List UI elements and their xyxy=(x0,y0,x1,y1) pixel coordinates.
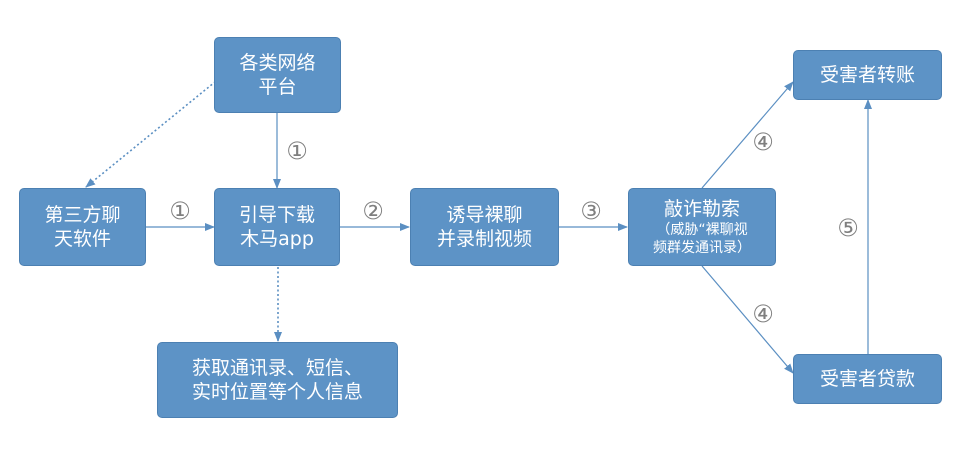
node-transfer-line1: 受害者转账 xyxy=(819,64,915,86)
arrow-extort-to-loan xyxy=(701,265,794,374)
step-label-trojan-lure: ② xyxy=(362,197,384,225)
node-steal-line1: 获取通讯录、短信、 xyxy=(191,357,363,379)
node-lure-line1: 诱导裸聊 xyxy=(446,204,523,226)
node-steal-line2: 实时位置等个人信息 xyxy=(191,381,363,403)
step-label-lure-extort: ③ xyxy=(580,197,602,225)
node-steal-info: 获取通讯录、短信、 实时位置等个人信息 xyxy=(157,342,398,418)
node-extort-sub2: 频群发通讯录） xyxy=(653,240,751,256)
node-lure-line2: 并录制视频 xyxy=(436,228,532,250)
node-platforms-line1: 各类网络 xyxy=(239,52,316,74)
arrow-extort-to-transfer xyxy=(701,81,794,189)
node-lure-video: 诱导裸聊 并录制视频 xyxy=(410,188,559,266)
node-extort-line1: 敲诈勒索 xyxy=(663,198,740,220)
node-platforms: 各类网络 平台 xyxy=(214,37,341,113)
node-extortion: 敲诈勒索 （威胁“裸聊视 频群发通讯录） xyxy=(628,188,776,266)
step-label-loan-transfer: ⑤ xyxy=(837,214,859,242)
node-victim-transfer: 受害者转账 xyxy=(793,50,942,100)
node-chat-software: 第三方聊 天软件 xyxy=(19,188,146,266)
step-label-platforms-trojan: ① xyxy=(286,137,308,165)
node-extort-sub1: （威胁“裸聊视 xyxy=(656,222,748,238)
node-trojan-app: 引导下载 木马app xyxy=(214,188,340,266)
node-victim-loan: 受害者贷款 xyxy=(793,354,942,404)
step-label-chat-trojan: ① xyxy=(169,197,191,225)
node-trojan-line2: 木马app xyxy=(240,228,314,250)
node-chat-line1: 第三方聊 xyxy=(44,204,121,226)
node-platforms-line2: 平台 xyxy=(258,76,297,98)
step-label-extort-loan: ④ xyxy=(752,300,774,328)
node-loan-line1: 受害者贷款 xyxy=(819,368,915,390)
node-chat-line2: 天软件 xyxy=(53,228,111,250)
step-label-extort-transfer: ④ xyxy=(752,128,774,156)
arrow-platforms-to-chat xyxy=(85,72,227,188)
node-trojan-line1: 引导下载 xyxy=(238,204,315,226)
